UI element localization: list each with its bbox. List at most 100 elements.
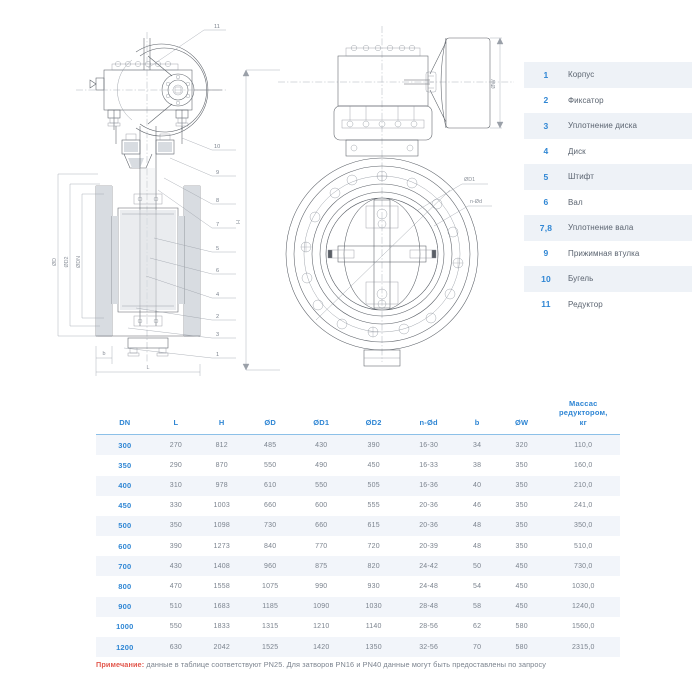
column-header-od2: ØD2 <box>365 417 382 427</box>
cell-ow: 350 <box>515 522 528 530</box>
legend-number: 3 <box>543 120 549 131</box>
cell-od1: 1210 <box>313 623 330 631</box>
legend-row: 5 Штифт <box>524 164 692 190</box>
legend-row: 11 Редуктор <box>524 292 692 318</box>
cell-ow: 450 <box>515 583 528 591</box>
legend-row: 4 Диск <box>524 139 692 165</box>
cell-od2: 1350 <box>365 643 382 651</box>
cell-dn: 600 <box>118 541 132 551</box>
legend-row: 6 Вал <box>524 190 692 216</box>
table-row: 350 290 870 550 490 450 16-33 38 350 160… <box>96 455 620 475</box>
cell-l: 350 <box>169 522 183 530</box>
table-row: 700 430 1408 960 875 820 24-42 50 450 73… <box>96 556 620 577</box>
cell-l: 430 <box>169 562 183 570</box>
cell-nod: 20-36 <box>419 522 439 530</box>
legend-label: Фиксатор <box>568 95 604 105</box>
cell-od1: 430 <box>315 441 328 449</box>
cell-b: 48 <box>473 542 482 550</box>
dim-label-bolt-circle-2: ØD2 <box>64 256 70 267</box>
cell-h: 1098 <box>213 522 230 530</box>
technical-drawings-area: ØD ØD2 ØDN b L 11 10 9 8 7 5 6 <box>52 24 692 376</box>
cell-mass: 1240,0 <box>571 603 595 611</box>
legend-label: Редуктор <box>568 299 603 309</box>
cell-od: 485 <box>264 441 277 449</box>
dim-label-bolt-circle-1: ØD1 <box>464 177 475 183</box>
cell-od: 610 <box>264 482 277 490</box>
cell-od1: 1420 <box>313 643 330 651</box>
legend-row: 7,8 Уплотнение вала <box>524 215 692 241</box>
mass-header-line-2: редуктором, <box>558 408 608 418</box>
cell-od2: 820 <box>367 562 380 570</box>
dim-label-flange-thickness: b <box>103 351 106 357</box>
cell-h: 2042 <box>213 643 230 651</box>
table-row: 600 390 1273 840 770 720 20-39 48 350 51… <box>96 536 620 556</box>
legend-label: Уплотнение вала <box>568 223 634 233</box>
cell-od1: 1090 <box>313 603 330 611</box>
cell-od: 660 <box>264 502 277 510</box>
cell-ow: 580 <box>515 623 528 631</box>
cell-mass: 2315,0 <box>571 643 595 651</box>
cell-nod: 24-42 <box>419 562 439 570</box>
column-header-mass: Массас редуктором, кг <box>547 396 620 435</box>
cell-b: 54 <box>473 583 482 591</box>
cell-h: 812 <box>215 441 228 449</box>
cell-od1: 990 <box>315 583 328 591</box>
cell-h: 1683 <box>213 603 230 611</box>
table-body: 300 270 812 485 430 390 16-30 34 320 110… <box>96 434 620 658</box>
legend-label: Штифт <box>568 172 595 182</box>
cell-l: 470 <box>169 583 183 591</box>
cell-nod: 20-36 <box>419 502 439 510</box>
cell-od2: 450 <box>367 461 380 469</box>
legend-row: 3 Уплотнение диска <box>524 113 692 139</box>
column-header-l: L <box>173 417 179 427</box>
cell-l: 390 <box>169 542 183 550</box>
cell-nod: 32-56 <box>419 643 439 651</box>
cell-mass: 730,0 <box>574 562 593 570</box>
cell-nod: 16-36 <box>419 482 439 490</box>
cell-od: 1315 <box>262 623 279 631</box>
table-row: 1200 630 2042 1525 1420 1350 32-56 70 58… <box>96 637 620 658</box>
cell-od1: 660 <box>315 522 328 530</box>
cell-od1: 600 <box>315 502 328 510</box>
callout-6: 6 <box>216 268 219 274</box>
cell-h: 1558 <box>213 583 230 591</box>
cell-b: 40 <box>473 482 482 490</box>
cell-od1: 490 <box>315 461 328 469</box>
cell-nod: 16-33 <box>419 461 439 469</box>
callout-9: 9 <box>216 170 219 176</box>
cross-section-drawing: ØD ØD2 ØDN b L 11 10 9 8 7 5 6 <box>52 24 236 376</box>
cell-h: 1408 <box>213 562 230 570</box>
cell-od: 960 <box>264 562 277 570</box>
dimensions-table: DN L H ØD ØD1 ØD2 n-Ød b ØW Массас редук… <box>96 396 620 658</box>
callout-1: 1 <box>216 352 219 358</box>
cell-od2: 505 <box>367 482 380 490</box>
cell-b: 58 <box>473 603 482 611</box>
legend-row: 2 Фиксатор <box>524 88 692 114</box>
callout-5: 5 <box>216 246 219 252</box>
legend-number: 4 <box>543 146 549 157</box>
legend-number: 10 <box>541 273 551 284</box>
cell-nod: 28-48 <box>419 603 439 611</box>
cell-ow: 350 <box>515 461 528 469</box>
column-header-ow: ØW <box>515 417 529 427</box>
parts-legend: 1 Корпус 2 Фиксатор 3 Уплотнение диска 4… <box>524 62 692 317</box>
cell-mass: 210,0 <box>574 482 593 490</box>
cell-dn: 450 <box>118 501 132 511</box>
cell-dn: 300 <box>118 440 132 450</box>
callout-2: 2 <box>216 314 219 320</box>
cell-b: 70 <box>473 643 482 651</box>
cell-ow: 350 <box>515 502 528 510</box>
column-header-nod: n-Ød <box>419 417 438 427</box>
legend-label: Вал <box>568 197 583 207</box>
note-label: Примечание: <box>96 660 145 669</box>
cell-h: 1833 <box>213 623 230 631</box>
dim-label-nominal-bore: ØDN <box>76 256 82 268</box>
dim-label-handwheel-diameter: ØW <box>491 78 497 88</box>
cell-l: 270 <box>169 441 183 449</box>
column-header-b: b <box>474 417 480 427</box>
table-row: 450 330 1003 660 600 555 20-36 46 350 24… <box>96 496 620 516</box>
cell-mass: 160,0 <box>574 461 593 469</box>
legend-label: Прижимная втулка <box>568 248 640 258</box>
cell-dn: 1000 <box>116 622 134 632</box>
cell-od: 1525 <box>262 643 279 651</box>
